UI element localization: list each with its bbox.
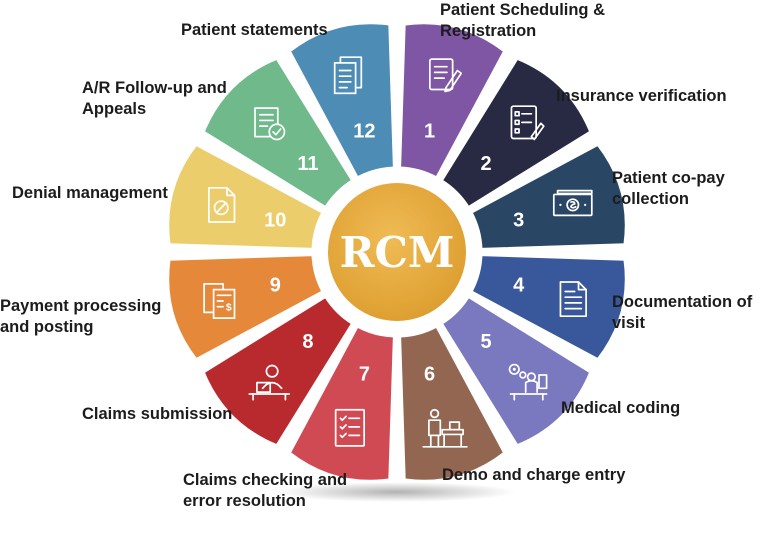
center-circle: [328, 183, 466, 321]
step-8-label: Claims submission: [82, 404, 232, 425]
step-9-label-line: and posting: [0, 318, 94, 336]
step-2-segment: 2: [439, 56, 593, 210]
step-3-label: Patient co-pay collection: [612, 168, 725, 210]
step-9-segment: 9$: [166, 253, 325, 362]
step-7-label-line: error resolution: [183, 492, 306, 510]
step-5-segment: 5: [439, 294, 593, 448]
step-10-label: Denial management: [12, 183, 168, 204]
step-6-label-line: Demo and charge entry: [442, 466, 626, 484]
step-9-label: Payment processing and posting: [0, 296, 161, 338]
step-4-number: 4: [513, 275, 525, 297]
step-6-segment: 6: [398, 324, 507, 483]
step-1-number: 1: [424, 120, 435, 142]
computer-user-icon: [248, 364, 291, 401]
step-9-petal: [166, 253, 325, 362]
step-12-label: Patient statements: [181, 20, 328, 41]
step-8-number: 8: [302, 331, 313, 353]
svg-text:$: $: [226, 303, 232, 314]
step-7-label-line: Claims checking and: [183, 471, 348, 489]
step-12-petal: [287, 21, 396, 180]
step-3-petal: [469, 142, 628, 251]
step-6-number: 6: [424, 364, 435, 386]
step-7-segment: 7: [287, 324, 396, 483]
step-9-label-line: Payment processing: [0, 297, 162, 315]
step-12-label-line: Patient statements: [181, 21, 328, 39]
step-8-label-line: Claims submission: [82, 405, 233, 423]
step-4-segment: 4: [469, 253, 628, 362]
step-1-label-line: Patient Scheduling &: [440, 1, 606, 19]
step-2-number: 2: [481, 153, 492, 175]
invoice-icon: $: [203, 283, 236, 319]
cash-icon: [552, 189, 593, 217]
step-5-label: Medical coding: [561, 398, 680, 419]
step-10-label-line: Denial management: [12, 184, 168, 202]
step-12-segment: 12: [287, 21, 396, 180]
step-3-label-line: collection: [612, 190, 690, 208]
step-3-number: 3: [513, 209, 524, 231]
step-1-petal: [398, 21, 507, 180]
step-11-label-line: Appeals: [82, 100, 147, 118]
step-7-petal: [287, 324, 396, 483]
statement-pages-icon: [333, 56, 363, 95]
step-4-petal: [469, 253, 628, 362]
step-2-label-line: Insurance verification: [556, 87, 727, 105]
step-9-number: 9: [270, 275, 281, 297]
approved-document-icon: [254, 107, 286, 141]
step-11-segment: 11: [201, 56, 355, 210]
coder-desk-icon: [508, 363, 548, 401]
step-2-label: Insurance verification: [556, 86, 727, 107]
step-11-label-line: A/R Follow-up and: [82, 79, 227, 97]
step-6-label: Demo and charge entry: [442, 465, 625, 486]
step-3-segment: 3: [469, 142, 628, 251]
step-1-segment: 1: [398, 21, 507, 180]
document-icon: [559, 281, 587, 318]
form-pen-icon: [428, 58, 463, 93]
step-11-number: 11: [297, 153, 318, 175]
step-8-segment: 8: [201, 294, 355, 448]
worker-desk-icon: [422, 408, 468, 448]
step-5-number: 5: [481, 331, 492, 353]
step-5-petal: [439, 294, 593, 448]
step-10-number: 10: [264, 209, 286, 231]
step-6-petal: [398, 324, 507, 483]
step-12-number: 12: [353, 120, 375, 142]
step-4-label-line: visit: [612, 314, 646, 332]
checklist-pen-icon: [510, 105, 545, 141]
step-10-petal: [166, 142, 325, 251]
denied-document-icon: [207, 186, 236, 223]
step-5-label-line: Medical coding: [561, 399, 681, 417]
step-1-label-line: Registration: [440, 22, 537, 40]
step-4-label: Documentation of visit: [612, 292, 752, 334]
step-7-label: Claims checking and error resolution: [183, 470, 347, 512]
center-label: RCM: [340, 228, 455, 277]
step-7-number: 7: [359, 364, 370, 386]
ground-shadow: [276, 482, 516, 502]
step-10-segment: 10: [166, 142, 325, 251]
step-4-label-line: Documentation of: [612, 293, 753, 311]
step-3-label-line: Patient co-pay: [612, 169, 725, 187]
center-hub: RCM: [328, 183, 466, 321]
checklist-icon: [334, 408, 366, 447]
step-1-label: Patient Scheduling & Registration: [440, 0, 605, 42]
